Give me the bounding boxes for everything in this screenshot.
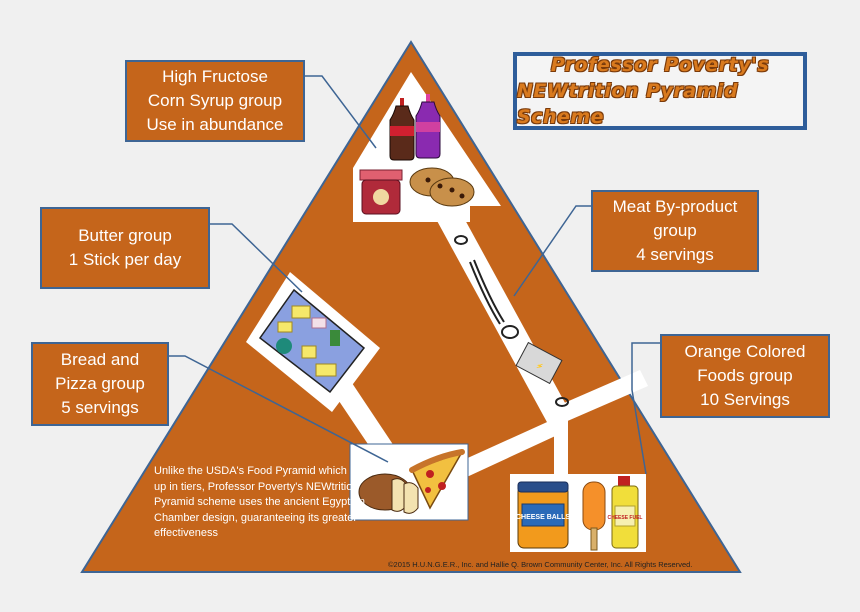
callout-hfcs-line-1: High Fructose — [162, 67, 268, 86]
pyramid-description: Unlike the USDA's Food Pyramid which is … — [154, 465, 376, 539]
cookies — [409, 167, 475, 207]
cheese-balls-label: CHEESE BALLS — [516, 514, 570, 521]
callout-bread-line-3: 5 servings — [61, 398, 139, 417]
popsicle — [582, 481, 606, 551]
cheese-fuel-bottle: CHEESE FUEL — [607, 476, 643, 549]
callout-meat-line-1: Meat By-product — [612, 197, 738, 216]
cheese-balls-jar: CHEESE BALLS — [516, 481, 570, 549]
callout-butter: Butter group 1 Stick per day — [40, 207, 210, 289]
rat-trap: ⚡ — [454, 235, 569, 407]
callout-meat: Meat By-product group 4 servings — [591, 190, 759, 272]
pyramid — [80, 40, 742, 573]
svg-text:⚡: ⚡ — [535, 361, 545, 372]
passage-bottom-left — [450, 418, 564, 482]
passage-down — [554, 420, 568, 476]
callout-orange-line-1: Orange Colored — [684, 342, 806, 361]
copyright-notice: ©2015 H.U.N.G.E.R., Inc. and Hallie Q. B… — [388, 560, 693, 569]
passage-right — [548, 370, 648, 426]
jam-jar — [359, 169, 403, 215]
pizza-slice — [409, 449, 465, 510]
cheese-fuel-label: CHEESE FUEL — [607, 515, 642, 521]
connector-bread — [169, 355, 389, 463]
callout-meat-line-2: group — [653, 221, 697, 240]
callout-orange-line-3: 10 Servings — [700, 390, 790, 409]
callout-bread-line-2: Pizza group — [55, 374, 145, 393]
callout-orange-line-2: Foods group — [697, 366, 793, 385]
callout-bread: Bread and Pizza group 5 servings — [31, 342, 169, 426]
callout-hfcs-line-2: Corn Syrup group — [147, 91, 283, 110]
title-banner: Professor Poverty's NEWtrition Pyramid S… — [513, 52, 807, 130]
connector-meat — [513, 205, 592, 297]
connector-lines — [169, 75, 660, 475]
title-line-1: Professor Poverty's — [550, 54, 770, 76]
callout-hfcs: High Fructose Corn Syrup group Use in ab… — [125, 60, 305, 142]
butter-items — [276, 305, 340, 377]
callout-hfcs-line-3: Use in abundance — [146, 115, 284, 134]
soda-bottles — [389, 94, 441, 161]
callout-bread-line-1: Bread and — [60, 350, 140, 369]
title-line-2: NEWtrition Pyramid Scheme — [517, 80, 739, 128]
connector-orange — [631, 342, 660, 475]
connector-hfcs — [304, 75, 377, 149]
connector-butter — [210, 223, 303, 293]
callout-orange: Orange Colored Foods group 10 Servings — [660, 334, 830, 418]
callout-butter-line-2: 1 Stick per day — [68, 250, 182, 269]
butter-tray — [258, 288, 366, 394]
callout-butter-line-1: Butter group — [78, 226, 172, 245]
callout-meat-line-3: 4 servings — [636, 245, 714, 264]
bread-loaf — [358, 473, 419, 514]
